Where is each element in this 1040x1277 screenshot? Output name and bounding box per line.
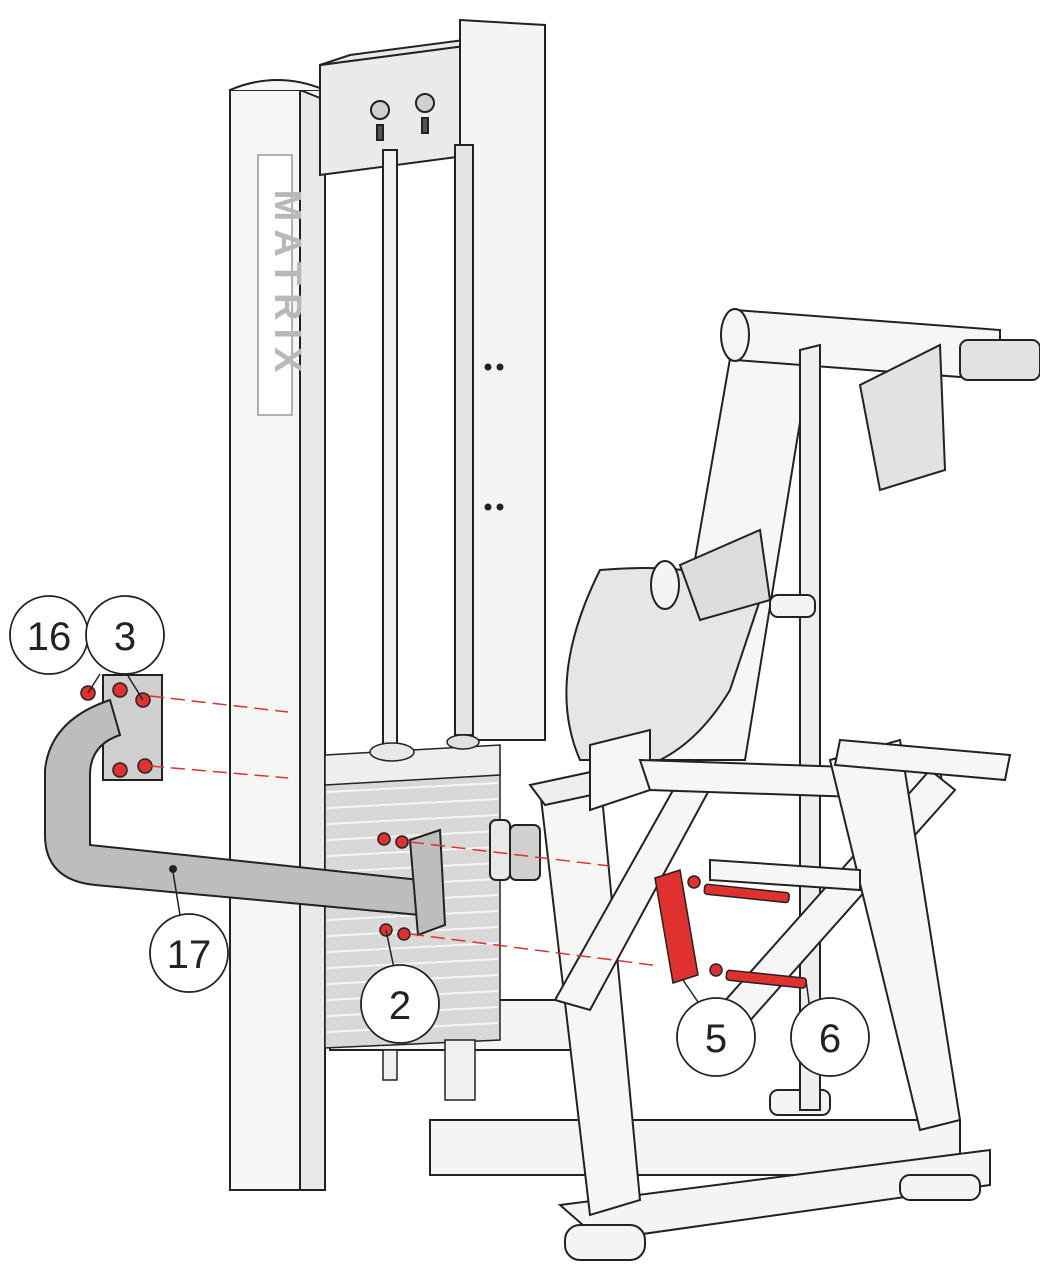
callout-3: 3 <box>85 595 165 675</box>
plate-separator <box>326 798 499 809</box>
plate-separator <box>326 814 499 825</box>
washer-2-top <box>395 835 409 849</box>
bolt-2-top <box>377 832 391 846</box>
pulley-assembly <box>489 819 541 881</box>
callout-5-label: 5 <box>705 1017 727 1061</box>
callout-16: 16 <box>9 595 89 675</box>
callout-3-label: 3 <box>114 615 136 659</box>
washer-2-bottom <box>397 927 411 941</box>
fasteners <box>80 682 808 989</box>
callout-6: 6 <box>790 997 870 1077</box>
leader-lines <box>87 673 811 1011</box>
plate-separator <box>326 910 499 921</box>
brand-logo: MATRIX <box>266 190 308 381</box>
callout-2: 2 <box>360 964 440 1044</box>
washer-5-top <box>687 875 701 889</box>
callout-5: 5 <box>676 997 756 1077</box>
plate-separator <box>326 926 499 937</box>
plate-separator <box>326 830 499 841</box>
washer-5-bottom <box>709 963 723 977</box>
plate-separator <box>326 942 499 953</box>
plate-5 <box>654 869 699 984</box>
washer-3-bottom <box>137 758 153 774</box>
bolt-16-bottom <box>112 762 128 778</box>
plate-separator <box>326 782 499 793</box>
guide-rods <box>382 144 474 751</box>
washer-3-top <box>112 682 128 698</box>
anchor-dot-17 <box>169 865 177 873</box>
callout-17: 17 <box>149 913 229 993</box>
pin-6-top <box>703 883 790 904</box>
cam-disc <box>565 528 816 761</box>
plate-separator <box>326 958 499 969</box>
alignment-lines <box>149 695 661 967</box>
tower-column-left <box>229 79 326 1191</box>
seat-frame <box>528 728 1012 1217</box>
callout-16-label: 16 <box>27 615 72 659</box>
callout-6-label: 6 <box>819 1017 841 1061</box>
callout-2-label: 2 <box>389 984 411 1028</box>
callout-17-label: 17 <box>167 933 212 977</box>
